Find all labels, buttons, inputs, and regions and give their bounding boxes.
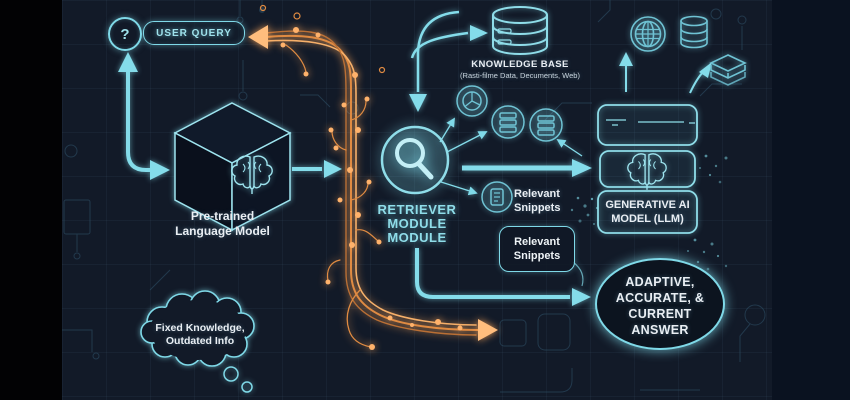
genai-brain-box (599, 150, 696, 188)
brain-icon (627, 153, 667, 190)
retriever-label: RETRIEVER MODULE MODULE (377, 202, 457, 245)
user-query-node: USER QUERY (143, 21, 245, 45)
cyan-arrowheads (118, 25, 712, 306)
orange-flow-arrowheads (248, 25, 498, 341)
pie-chart-icon (456, 85, 488, 117)
orange-flow-rings (259, 4, 386, 74)
question-icon: ? (108, 17, 142, 51)
magnifier-icon (395, 138, 434, 180)
answer-label: ADAPTIVE, ACCURATE, & CURRENT ANSWER (615, 275, 705, 337)
text-lines-icon (606, 119, 695, 126)
generative-ai-label: GENERATIVE AI MODEL (LLM) (605, 199, 690, 225)
particle-dots (570, 154, 728, 271)
answer-node (595, 258, 725, 350)
fixed-knowledge-label: Fixed Knowledge, Outdated Info (155, 322, 245, 347)
thought-bubble (140, 290, 255, 393)
letterbox-right (772, 0, 850, 400)
genai-label-box (597, 190, 698, 234)
genai-context-box (597, 104, 698, 146)
letterbox-left (0, 0, 62, 400)
db-stack-icon (680, 15, 708, 49)
globe-icon (630, 16, 666, 52)
server-icon (529, 108, 563, 142)
knowledge-base-label: KNOWLEDGE BASE (Rasti-filme Data, Decume… (460, 59, 580, 80)
generative-ai-stack (597, 104, 698, 234)
server-icon (491, 105, 525, 139)
relevant-snippets-label: Relevant Snippets (514, 188, 561, 214)
model-cube (173, 102, 292, 232)
pretrained-model-label: Pre-trained Language Model (175, 209, 270, 238)
layers-icon (709, 54, 747, 86)
retriever-node (380, 125, 450, 195)
user-query-label: USER QUERY (156, 27, 232, 39)
document-icon (481, 181, 513, 213)
relevant-snippets-box: Relevant Snippets (499, 226, 575, 272)
database-icon (492, 6, 548, 55)
circuit-decoration (62, 0, 766, 393)
brain-icon (231, 155, 273, 194)
cyan-connectors (126, 10, 705, 299)
orange-flow-nodes (280, 27, 463, 350)
